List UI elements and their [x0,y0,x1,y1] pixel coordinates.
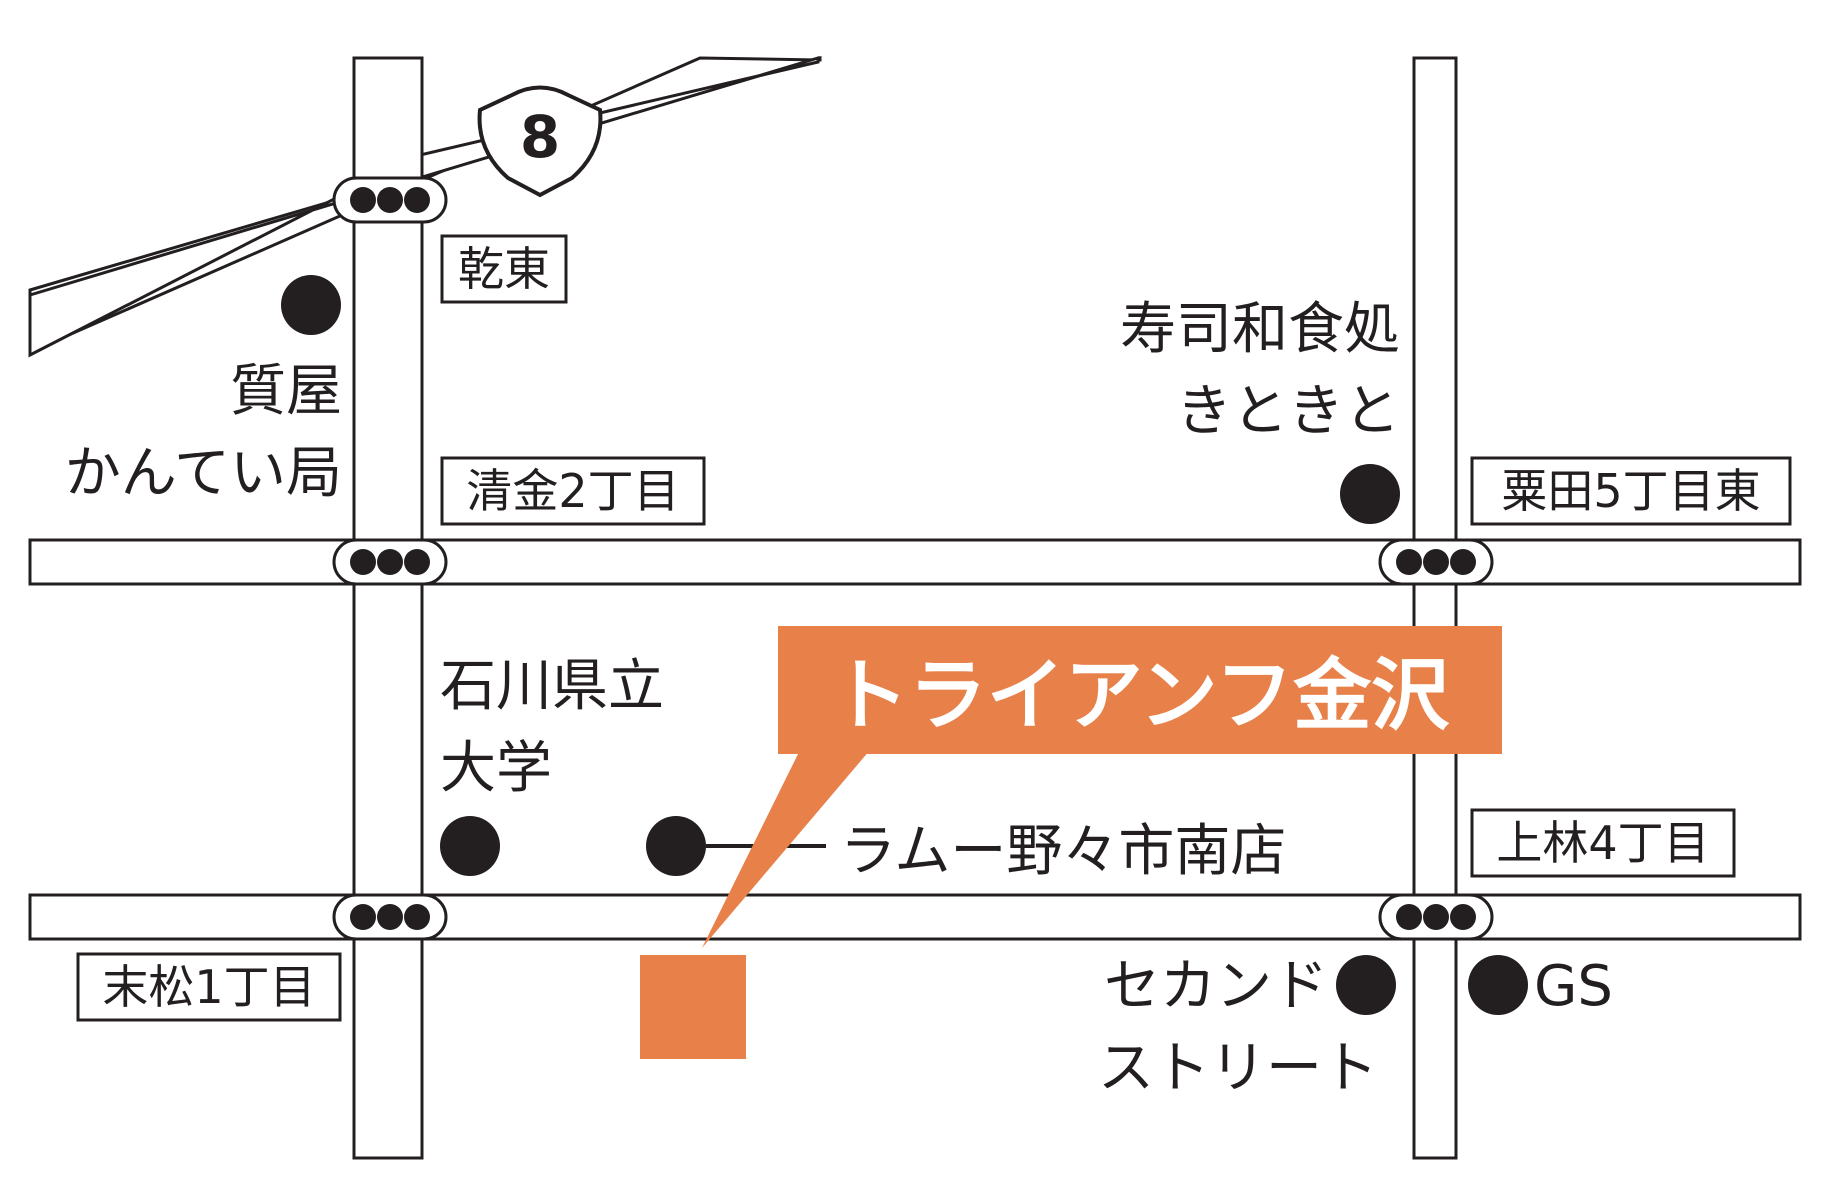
route-8-shield-icon: 8 [477,85,603,198]
svg-text:粟田5丁目東: 粟田5丁目東 [1501,464,1760,518]
landmark-label-university-line1: 石川県立 [440,654,664,719]
landmark-marker-pawnshop [281,275,341,335]
traffic-signal-icon [332,538,448,586]
route-8-road-body [28,55,820,358]
svg-text:乾東: 乾東 [458,242,550,296]
route-8-number: 8 [520,103,560,171]
landmark-label-sushi-line1: 寿司和食処 [1120,297,1400,362]
callout-pointer [702,750,870,948]
landmark-label-pawnshop-line1: 質屋 [230,359,342,424]
road-vertical-right [1412,56,1458,1160]
landmark-label-pawnshop-line2: かんてい局 [65,441,342,506]
landmark-label-sushi-line2: きときと [1176,379,1400,444]
landmark-label-ramen: ラムー野々市南店 [840,819,1286,884]
landmark-marker-university [440,816,500,876]
intersection-label-awada-5-higashi: 粟田5丁目東 [1470,456,1792,526]
landmark-label-gas-station: GS [1534,954,1613,1019]
callout-box [778,626,1502,754]
traffic-signal-icon [1378,538,1494,586]
traffic-signal-icon [332,176,448,224]
road-horizontal-upper [28,538,1802,586]
landmark-marker-sushi [1340,464,1400,524]
destination-name: トライアンフ金沢 [831,651,1451,741]
landmark-marker-ramen [646,816,706,876]
destination-callout: トライアンフ金沢 [702,626,1502,948]
road-horizontal-lower [28,893,1802,941]
landmark-label-second-street-line2: ストリート [1098,1036,1378,1101]
svg-text:上林4丁目: 上林4丁目 [1496,816,1709,870]
traffic-signal-icon [1378,893,1494,941]
landmark-marker-second-street [1336,955,1396,1015]
road-vertical-left [352,56,424,1160]
intersection-label-kenhigashi: 乾東 [440,234,568,304]
intersection-label-suematsu-1: 末松1丁目 [76,952,342,1022]
svg-text:末松1丁目: 末松1丁目 [102,960,315,1014]
intersection-label-seikin-2: 清金2丁目 [440,456,706,526]
landmark-marker-gas-station [1468,955,1528,1015]
traffic-signal-icon [332,893,448,941]
landmark-label-university-line2: 大学 [440,736,552,801]
destination-marker [640,955,746,1059]
svg-text:清金2丁目: 清金2丁目 [466,464,679,518]
intersection-label-kamibayashi-4: 上林4丁目 [1470,808,1736,878]
landmark-label-second-street-line1: セカンド [1104,954,1328,1019]
